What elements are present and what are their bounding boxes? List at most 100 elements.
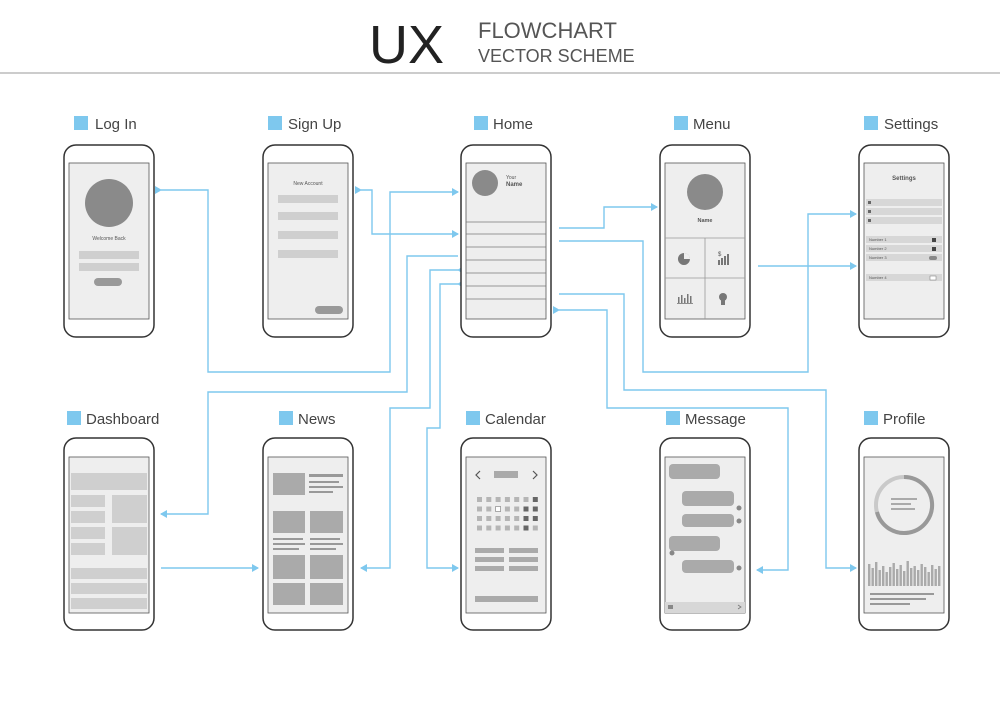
calendar-day[interactable]: [514, 525, 520, 531]
screen-calendar[interactable]: Calendar: [460, 411, 552, 631]
calendar-day[interactable]: [523, 525, 529, 531]
calendar-day[interactable]: [477, 506, 482, 512]
signup-field-4[interactable]: [278, 250, 338, 258]
signup-field-1[interactable]: [278, 195, 338, 203]
settings-checkbox-1[interactable]: [932, 238, 936, 242]
menu-grid: [665, 237, 745, 319]
signup-field-2[interactable]: [278, 212, 338, 220]
message-input-bar[interactable]: [665, 602, 745, 613]
login-button[interactable]: [94, 278, 122, 286]
calendar-event-5[interactable]: [475, 566, 504, 571]
settings-stepper[interactable]: [929, 275, 937, 281]
calendar-event-3[interactable]: [475, 557, 504, 562]
profile-bar: [910, 568, 913, 586]
news-image-6[interactable]: [273, 583, 305, 605]
send-icon[interactable]: [737, 604, 742, 610]
login-password-field[interactable]: [79, 263, 139, 271]
calendar-day[interactable]: [532, 516, 538, 521]
profile-bar: [882, 566, 885, 586]
calendar-day[interactable]: [532, 525, 538, 531]
calendar-day[interactable]: [504, 525, 510, 531]
calendar-day[interactable]: [532, 497, 538, 502]
calendar-day[interactable]: [486, 516, 492, 521]
calendar-day[interactable]: [486, 497, 492, 502]
calendar-day[interactable]: [504, 516, 510, 521]
dashboard-panel-2[interactable]: [112, 527, 147, 555]
calendar-day[interactable]: [514, 497, 520, 502]
calendar-day[interactable]: [523, 506, 529, 512]
bar-chart-icon[interactable]: [718, 254, 729, 265]
calendar-day[interactable]: [495, 516, 501, 521]
screen-news[interactable]: News: [262, 411, 354, 631]
settings-toggle[interactable]: [929, 256, 937, 260]
calendar-prev-icon[interactable]: [475, 470, 481, 480]
settings-row-1[interactable]: [866, 199, 942, 206]
news-image-2[interactable]: [273, 511, 305, 533]
settings-title: Settings: [892, 176, 916, 182]
settings-number-1-row[interactable]: [866, 236, 942, 243]
settings-number-2-row[interactable]: [866, 245, 942, 252]
calendar-event-2[interactable]: [509, 548, 538, 553]
calendar-next-icon[interactable]: [532, 470, 538, 480]
dollar-icon[interactable]: $: [718, 252, 722, 258]
calendar-day[interactable]: [532, 506, 538, 512]
calendar-day[interactable]: [495, 525, 501, 531]
screen-menu[interactable]: Menu Name $: [659, 116, 751, 338]
screen-message[interactable]: Message: [659, 411, 751, 631]
screen-login[interactable]: Log In Welcome Back: [63, 116, 155, 338]
calendar-day[interactable]: [477, 497, 482, 502]
dashboard-row-2[interactable]: [71, 583, 147, 594]
settings-number-1: Number 1: [869, 237, 887, 242]
settings-row-2[interactable]: [866, 208, 942, 215]
dashboard-tile-3[interactable]: [71, 527, 105, 539]
calendar-day[interactable]: [495, 497, 501, 502]
screen-dashboard[interactable]: Dashboard: [63, 411, 159, 631]
calendar-day[interactable]: [486, 525, 492, 531]
screen-settings[interactable]: Settings Settings Number 1 Number 2 Numb…: [858, 116, 950, 338]
stats-icon[interactable]: [677, 294, 693, 304]
calendar-event-4[interactable]: [509, 557, 538, 562]
calendar-day[interactable]: [477, 525, 482, 531]
news-image-5[interactable]: [310, 555, 343, 579]
screen-signup[interactable]: Sign Up New Account: [262, 116, 354, 338]
dashboard-row-1[interactable]: [71, 568, 147, 579]
lightbulb-icon[interactable]: [719, 293, 727, 305]
signup-submit-button[interactable]: [315, 306, 343, 314]
dashboard-tile-4[interactable]: [71, 543, 105, 555]
profile-footer-lines: [870, 593, 934, 605]
settings-number-4-row[interactable]: [866, 274, 942, 281]
calendar-event-6[interactable]: [509, 566, 538, 571]
dashboard-tile-2[interactable]: [71, 511, 105, 523]
calendar-day[interactable]: [486, 506, 492, 512]
attach-icon[interactable]: [668, 605, 673, 609]
news-image-7[interactable]: [310, 583, 343, 605]
profile-bar: [878, 570, 881, 586]
calendar-day[interactable]: [523, 516, 529, 521]
profile-bar: [927, 572, 930, 586]
settings-row-3[interactable]: [866, 217, 942, 224]
calendar-day[interactable]: [477, 516, 482, 521]
settings-number-3-row[interactable]: [866, 254, 942, 261]
pie-icon-slice: [684, 253, 690, 259]
news-image-4[interactable]: [273, 555, 305, 579]
signup-field-3[interactable]: [278, 231, 338, 239]
news-image-3[interactable]: [310, 511, 343, 533]
settings-label: Settings: [884, 116, 938, 133]
calendar-day[interactable]: [504, 497, 510, 502]
dashboard-tile-1[interactable]: [71, 495, 105, 507]
screen-home[interactable]: Home Your Name: [460, 116, 552, 338]
calendar-event-1[interactable]: [475, 548, 504, 553]
calendar-day[interactable]: [514, 516, 520, 521]
title-flowchart: FLOWCHART: [478, 18, 617, 43]
news-image-1[interactable]: [273, 473, 305, 495]
calendar-day[interactable]: [504, 506, 510, 512]
screen-profile[interactable]: Profile: [858, 411, 950, 631]
calendar-day[interactable]: [523, 497, 529, 502]
calendar-day[interactable]: [495, 506, 501, 512]
calendar-footer-bar[interactable]: [475, 596, 538, 602]
login-username-field[interactable]: [79, 251, 139, 259]
dashboard-row-3[interactable]: [71, 598, 147, 609]
settings-checkbox-2[interactable]: [932, 247, 936, 251]
calendar-day[interactable]: [514, 506, 520, 512]
dashboard-panel-1[interactable]: [112, 495, 147, 523]
